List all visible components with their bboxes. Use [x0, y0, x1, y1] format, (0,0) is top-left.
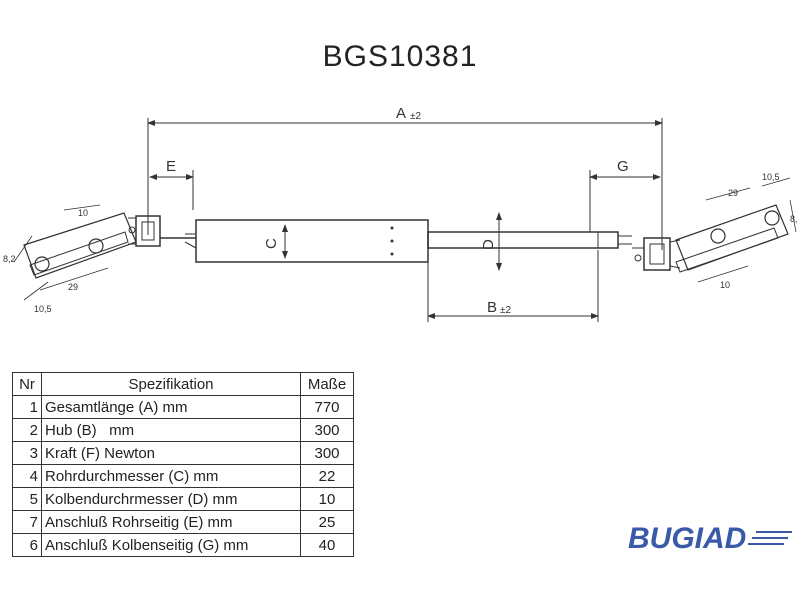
row-spec: Kraft (F) Newton [41, 441, 301, 465]
row-nr: 1 [12, 395, 42, 419]
right-end-fitting [632, 237, 681, 271]
brand-mark-icon [748, 531, 792, 545]
table-row: 1 Gesamtlänge (A) mm 770 [12, 395, 354, 419]
right-bracket-dim-3: 8, [790, 214, 798, 224]
row-value: 300 [300, 418, 354, 442]
header-nr: Nr [12, 372, 42, 396]
table-row: 6 Anschluß Kolbenseitig (G) mm 40 [12, 533, 354, 557]
dimension-a: A ±2 [147, 105, 663, 250]
header-masse: Maße [300, 372, 354, 396]
row-nr: 5 [12, 487, 42, 511]
table-row: 7 Anschluß Rohrseitig (E) mm 25 [12, 510, 354, 534]
row-value: 40 [300, 533, 354, 557]
dimension-e: E [149, 158, 194, 210]
dimension-b-label: B [487, 299, 497, 316]
row-nr: 4 [12, 464, 42, 488]
part-number-title: BGS10381 [322, 40, 478, 73]
row-spec: Anschluß Rohrseitig (E) mm [41, 510, 301, 534]
right-bracket-dim-2: 29 [728, 188, 738, 198]
row-spec: Hub (B) mm [41, 418, 301, 442]
left-end-fitting [128, 215, 161, 247]
right-bracket-dim-1: 10,5 [762, 172, 780, 182]
row-nr: 7 [12, 510, 42, 534]
dimension-g-label: G [617, 158, 629, 175]
cylinder-tube: C [160, 219, 429, 263]
table-row: 5 Kolbendurchrmesser (D) mm 10 [12, 487, 354, 511]
row-value: 10 [300, 487, 354, 511]
dimension-d-label: D [480, 239, 497, 250]
header-spezifikation: Spezifikation [41, 372, 301, 396]
row-value: 25 [300, 510, 354, 534]
piston-rod: D [427, 212, 632, 271]
left-bracket: 10 8,2 29 10,5 [3, 204, 137, 314]
specification-table: Nr Spezifikation Maße 1 Gesamtlänge (A) … [12, 372, 354, 557]
row-value: 770 [300, 395, 354, 419]
table-header-row: Nr Spezifikation Maße [12, 372, 354, 396]
dimension-g: G [589, 158, 661, 232]
row-value: 300 [300, 441, 354, 465]
row-nr: 6 [12, 533, 42, 557]
table-row: 3 Kraft (F) Newton 300 [12, 441, 354, 465]
table-row: 2 Hub (B) mm 300 [12, 418, 354, 442]
dimension-a-label: A [396, 105, 406, 122]
row-nr: 3 [12, 441, 42, 465]
dimension-b-tolerance: ±2 [500, 305, 511, 316]
right-bracket-dim-4: 10 [720, 280, 730, 290]
dimension-c-label: C [263, 238, 280, 249]
dimension-e-label: E [166, 158, 176, 175]
dimension-a-tolerance: ±2 [410, 111, 421, 122]
dimension-b: B ±2 [427, 250, 599, 322]
left-bracket-dim-1: 10 [78, 208, 88, 218]
table-row: 4 Rohrdurchmesser (C) mm 22 [12, 464, 354, 488]
right-bracket: 10,5 29 8, 10 [675, 172, 798, 290]
row-nr: 2 [12, 418, 42, 442]
left-bracket-dim-4: 10,5 [34, 304, 52, 314]
row-spec: Anschluß Kolbenseitig (G) mm [41, 533, 301, 557]
row-value: 22 [300, 464, 354, 488]
brand-logo: BUGIAD [628, 522, 747, 555]
row-spec: Kolbendurchrmesser (D) mm [41, 487, 301, 511]
left-bracket-dim-3: 29 [68, 282, 78, 292]
row-spec: Gesamtlänge (A) mm [41, 395, 301, 419]
row-spec: Rohrdurchmesser (C) mm [41, 464, 301, 488]
left-bracket-dim-2: 8,2 [3, 254, 16, 264]
